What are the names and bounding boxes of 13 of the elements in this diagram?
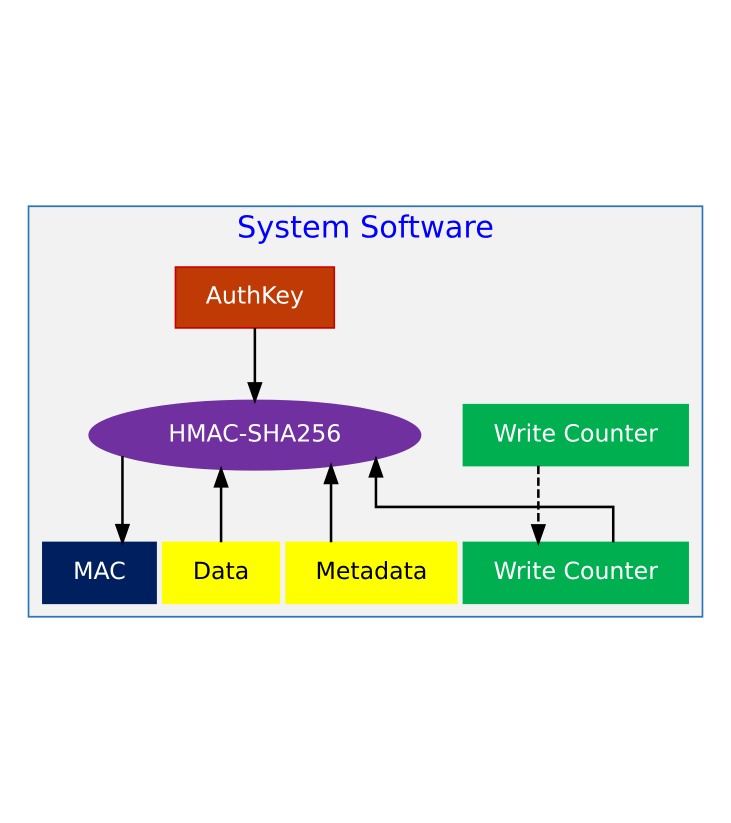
node-box: AuthKey	[174, 266, 336, 329]
node-box: MAC	[42, 542, 157, 604]
node-box: Write Counter	[462, 542, 689, 604]
node-box: Write Counter	[462, 404, 689, 466]
node-box: Metadata	[285, 542, 458, 604]
arrow	[323, 462, 339, 542]
arrow	[213, 466, 229, 542]
node-box: Data	[162, 542, 280, 604]
arrow	[247, 328, 263, 404]
arrow	[368, 456, 614, 542]
arrow	[530, 466, 546, 546]
arrow	[114, 456, 130, 546]
node-ellipse: HMAC-SHA256	[88, 400, 422, 471]
